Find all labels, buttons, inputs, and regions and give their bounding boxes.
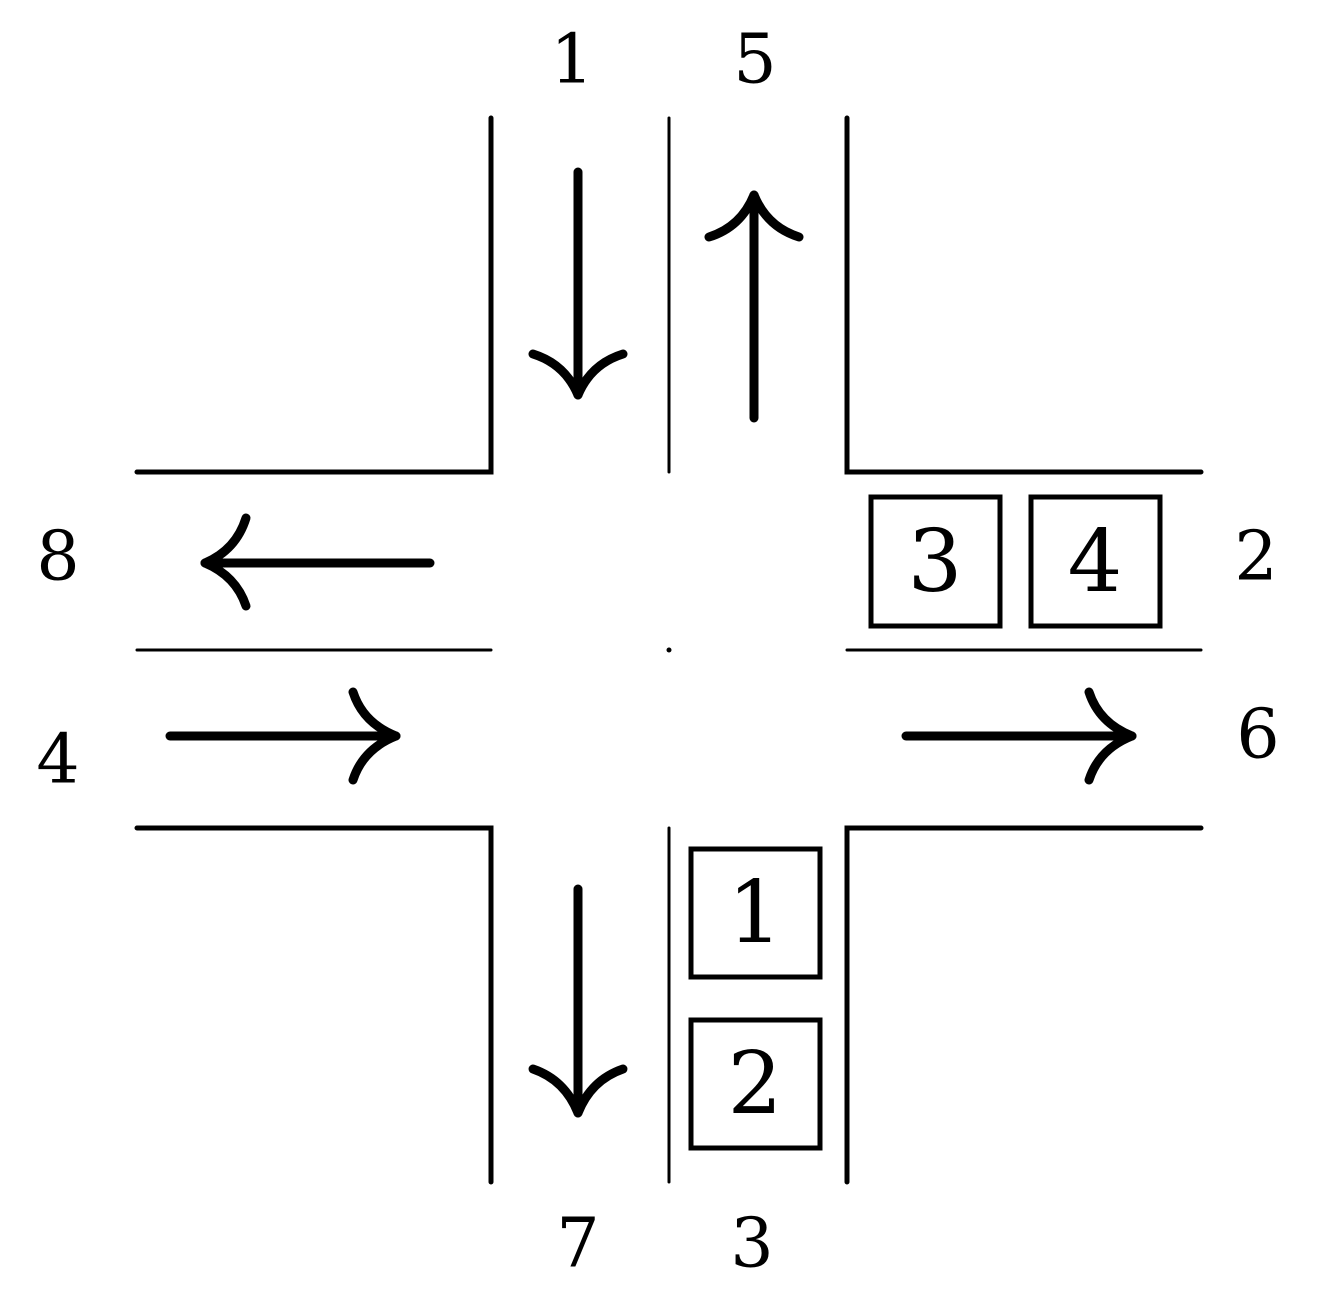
arrow-down-north-in-icon (528, 167, 628, 400)
vehicle-south-back: 2 (688, 1017, 823, 1151)
vehicle-east-back: 4 (1028, 494, 1163, 629)
intersection-center-dot (666, 647, 672, 653)
lane-label-east-out: 6 (1236, 696, 1279, 775)
vehicle-label: 3 (908, 512, 963, 612)
vehicle-box (868, 494, 1003, 629)
lane-label-south-out: 7 (556, 1205, 599, 1284)
lane-label-west-out: 8 (36, 518, 79, 597)
vehicle-south-front: 1 (688, 846, 823, 980)
lane-label-north-out: 5 (733, 21, 776, 100)
vehicle-box (688, 846, 823, 980)
direction-arrows (165, 167, 1137, 1118)
road-edge-northwest (134, 115, 494, 475)
vehicle-label: 4 (1068, 512, 1123, 612)
lane-label-west-in: 4 (36, 721, 79, 800)
arrow-left-west-out-icon (200, 513, 435, 611)
lane-label-east-in: 2 (1234, 518, 1277, 597)
arrow-down-south-out-icon (528, 884, 628, 1118)
lane-dividers (135, 116, 1203, 1184)
vehicles: 3 4 1 2 (688, 494, 1163, 1151)
vehicle-label: 1 (728, 863, 783, 963)
road-edges (134, 115, 1204, 1185)
road-edge-southwest (134, 825, 494, 1185)
arrow-right-west-in-icon (165, 687, 401, 785)
vehicle-box (688, 1017, 823, 1151)
lane-label-south-in: 3 (730, 1205, 773, 1284)
arrow-up-north-out-icon (704, 190, 804, 423)
lane-label-north-in: 1 (550, 21, 593, 100)
vehicle-east-front: 3 (868, 494, 1003, 629)
lane-labels: 1 5 8 4 2 6 7 3 (36, 21, 1279, 1284)
vehicle-box (1028, 494, 1163, 629)
road-edge-southeast (844, 825, 1204, 1185)
road-edge-northeast (844, 115, 1204, 475)
arrow-right-east-out-icon (901, 687, 1137, 785)
vehicle-label: 2 (728, 1034, 783, 1134)
